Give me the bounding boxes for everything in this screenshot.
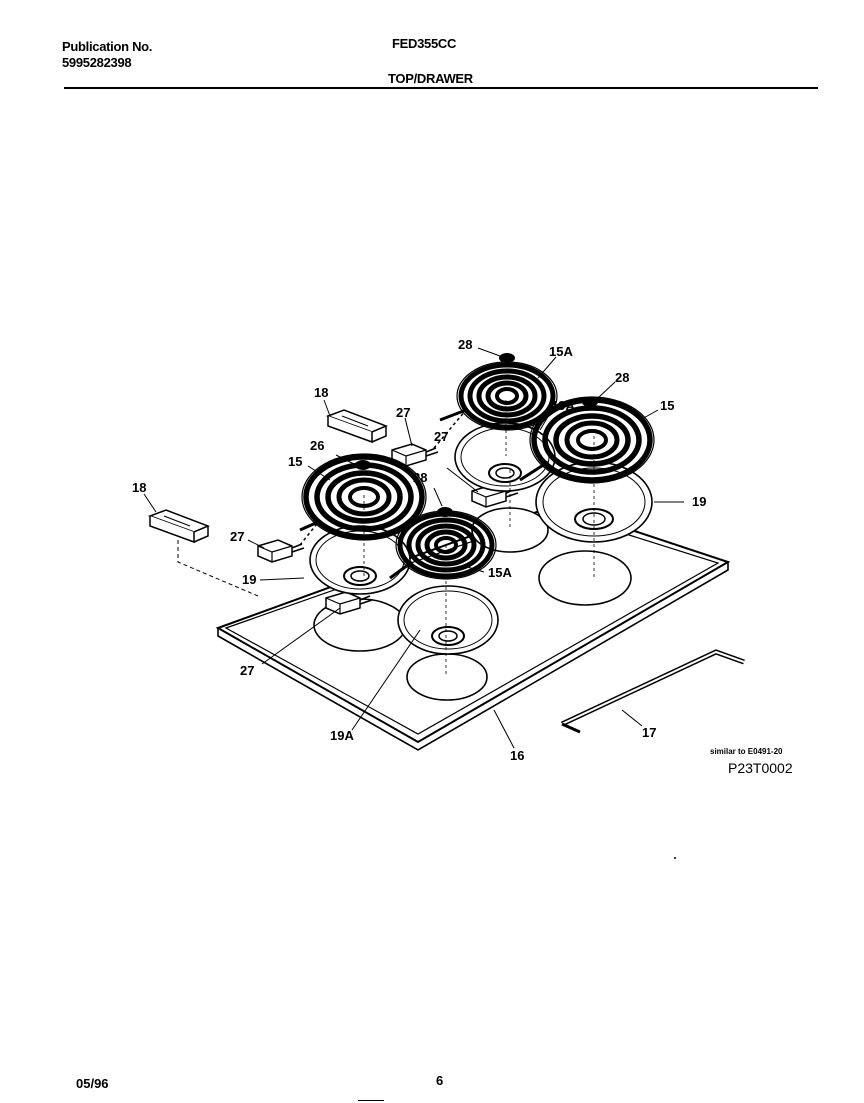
callout-28-center: 28 [413,470,427,485]
callout-17: 17 [642,725,656,740]
footer-date: 05/96 [76,1076,109,1091]
page-number: 6 [436,1073,444,1088]
callout-27-center: 27 [434,429,448,444]
trim-strip [560,649,745,734]
bracket-left [149,509,209,543]
callout-19a-top: 19A [551,398,575,413]
callout-15a-top: 15A [549,344,573,359]
callout-19a-bottom: 19A [330,728,354,743]
figure-code: P23T0002 [728,760,793,776]
callout-28-top: 28 [458,337,472,352]
model-number: FED355CC [392,36,457,51]
drip-pan-front-center [397,585,499,655]
callout-27-left: 27 [230,529,244,544]
header-rule [64,87,818,89]
callout-18-left: 18 [132,480,146,495]
callout-15-left: 15 [288,454,302,469]
similar-note: similar to E0491-20 [710,747,783,756]
callout-18-mid: 18 [314,385,328,400]
callout-16: 16 [510,748,524,763]
callout-15-right: 15 [660,398,674,413]
callout-19-right: 19 [692,494,706,509]
terminal-block-mid [391,409,467,467]
publication-number: 5995282398 [62,55,132,70]
callout-15a-front: 15A [488,565,512,580]
callout-27-mid: 27 [396,405,410,420]
section-title: TOP/DRAWER [388,71,473,86]
publication-label: Publication No. [62,39,153,54]
footer-mark [358,1100,384,1101]
callout-27-bottom: 27 [240,663,254,678]
callout-26: 26 [310,438,324,453]
callout-19-left: 19 [242,572,256,587]
callout-28-right: 28 [615,370,629,385]
bracket-mid [327,409,387,443]
